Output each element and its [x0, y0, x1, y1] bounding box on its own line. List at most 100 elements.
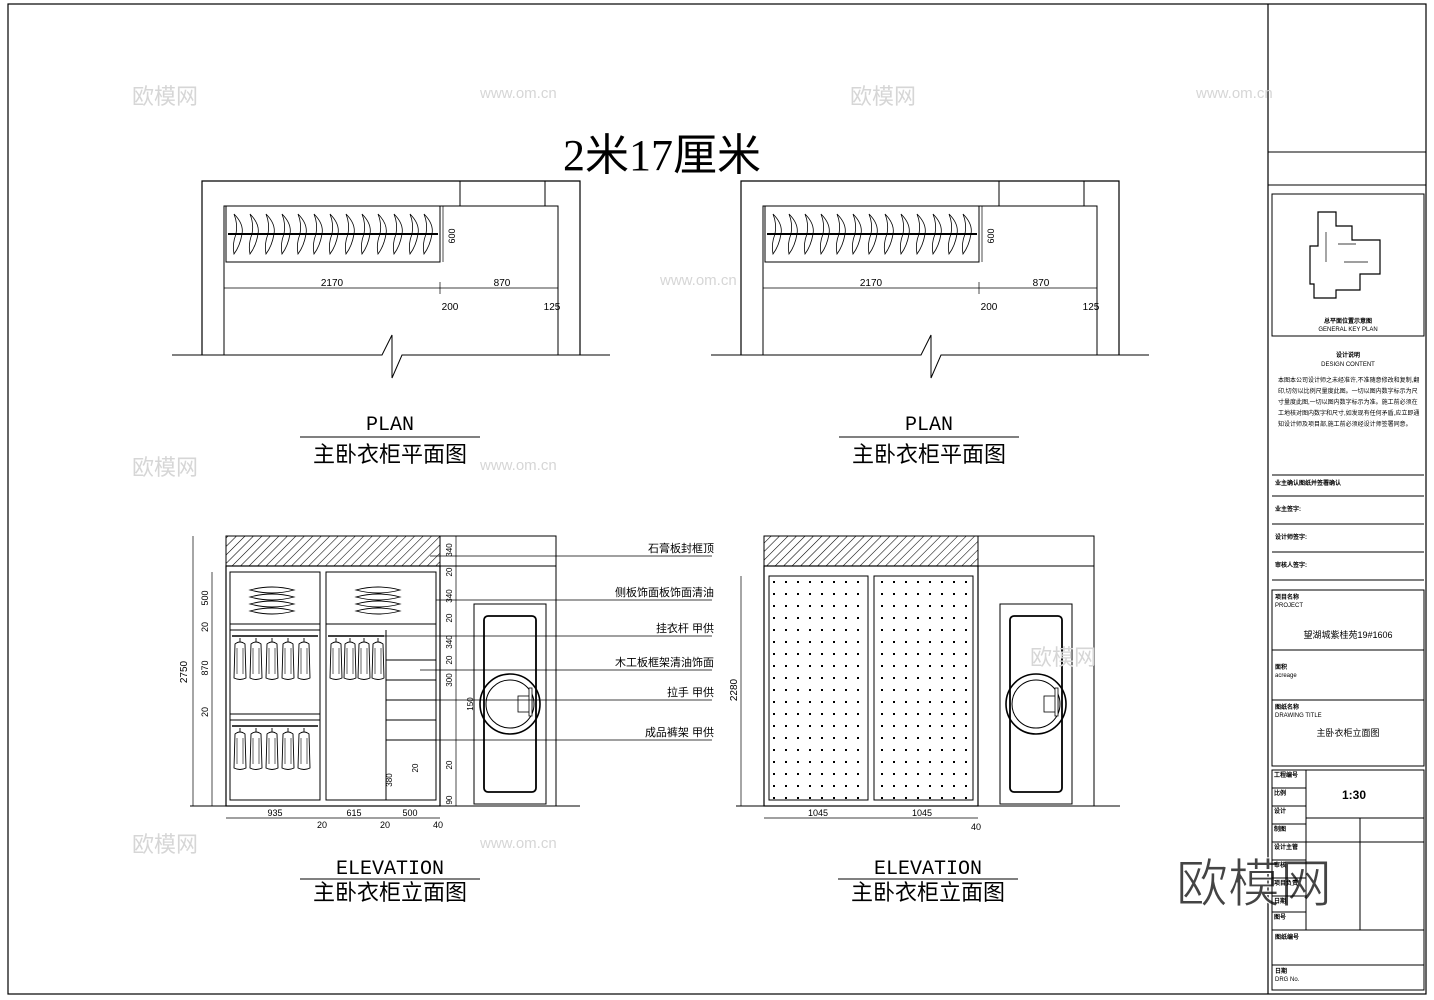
- wm-logo-2: 欧模网: [850, 84, 916, 109]
- elev1-bottom-dim-1: 615: [346, 808, 361, 818]
- brand-watermark: 欧模网: [1176, 856, 1332, 914]
- tb-row-6: 项目负责: [1274, 881, 1299, 887]
- elev1-right-dim-0: 340: [445, 543, 454, 557]
- elev1-left-dim-3: 20: [200, 707, 210, 717]
- wm-logo-1: 欧模网: [132, 84, 198, 109]
- elev1-bottom-small-2: 40: [433, 820, 443, 830]
- elev2-bottom-dim-1: 1045: [912, 808, 932, 818]
- elev1-inner-dim-2: 20: [411, 763, 420, 772]
- plan1-gap: 200: [442, 302, 459, 313]
- notes-title-en: DESIGN CONTENT: [1321, 362, 1375, 368]
- elev1-bottom-small-1: 20: [380, 820, 390, 830]
- elev2-bottom-small-0: 40: [971, 822, 981, 832]
- elev1-bottom-dim-2: 500: [402, 808, 417, 818]
- drawing-name-label: 图纸名称: [1275, 705, 1300, 711]
- notes-title: 设计说明: [1335, 353, 1360, 359]
- elev1-left-dim-2: 870: [200, 660, 210, 675]
- area-label: 面积: [1275, 665, 1288, 671]
- plan2-label-cn: 主卧衣柜平面图: [852, 442, 1006, 467]
- tb-row-5: 审核: [1274, 863, 1287, 869]
- elev2-label-en: ELEVATION: [874, 858, 982, 881]
- approver-row: 审核人签字:: [1275, 563, 1307, 569]
- keyplan-caption: 总平面位置示意图: [1323, 319, 1372, 325]
- tb-row-0: 工程编号: [1274, 773, 1299, 779]
- drawing-name-value: 主卧衣柜立面图: [1316, 728, 1380, 738]
- area-label-en: acreage: [1275, 673, 1297, 679]
- callout-2: 挂衣杆 甲供: [656, 621, 714, 635]
- wm-url-2: www.om.cn: [1195, 85, 1273, 102]
- plan2-side-gap: 125: [1083, 302, 1100, 313]
- project-label-en: PROJECT: [1275, 603, 1304, 609]
- elev1-right-dim-8: 90: [445, 795, 454, 804]
- wm-url-4: www.om.cn: [479, 457, 557, 474]
- elev1-right-dim-5: 20: [445, 655, 454, 664]
- wm-logo-3: 欧模网: [132, 455, 198, 480]
- plan2-width-side: 870: [1033, 278, 1050, 289]
- wm-url-1: www.om.cn: [479, 85, 557, 102]
- elev1-bottom-dim-0: 935: [267, 808, 282, 818]
- plan2-depth: 600: [986, 228, 996, 243]
- elev1-inner-dim-0: 150: [466, 697, 475, 711]
- elev1-bottom-small-0: 20: [317, 820, 327, 830]
- tb-row-3: 制图: [1274, 827, 1287, 833]
- plan1-depth: 600: [447, 228, 457, 243]
- tb-row-1: 比例: [1274, 791, 1287, 797]
- elev1-height-total: 2750: [179, 660, 190, 683]
- elev1-right-dim-3: 20: [445, 613, 454, 622]
- main-title: 2米17厘米: [563, 131, 761, 180]
- elev2-bottom-dim-0: 1045: [808, 808, 828, 818]
- elev1-left-dim-1: 20: [200, 622, 210, 632]
- plan1-side-gap: 125: [544, 302, 561, 313]
- plan1-width-main: 2170: [321, 278, 344, 289]
- designer-row: 设计师签字:: [1275, 535, 1307, 541]
- confirm-row: 业主确认图纸并签署确认: [1275, 481, 1342, 487]
- scale-value: 1:30: [1341, 788, 1367, 802]
- elev1-label-en: ELEVATION: [336, 858, 444, 881]
- plan1-label-cn: 主卧衣柜平面图: [313, 442, 467, 467]
- drawing-no-label: 图纸编号: [1275, 935, 1300, 941]
- owner-row: 业主签字:: [1275, 507, 1301, 513]
- date-label: 日期: [1275, 969, 1288, 975]
- wm-url-3: www.om.cn: [659, 272, 737, 289]
- wm-logo-4: 欧模网: [1030, 645, 1096, 670]
- plan1-width-side: 870: [494, 278, 511, 289]
- callout-5: 成品裤架 甲供: [645, 725, 714, 739]
- tb-row-7: 日期: [1274, 899, 1287, 905]
- title-block: [1268, 151, 1426, 991]
- watermarks: 欧模网 www.om.cn 欧模网 www.om.cn www.om.cn 欧模…: [132, 84, 1273, 857]
- callout-4: 拉手 甲供: [667, 685, 714, 699]
- callout-1: 侧板饰面板饰面清油: [615, 585, 714, 599]
- elevation-view-right: 2280 1045 1045 40 ELEVATION 主卧衣柜立面图: [729, 535, 1120, 905]
- elev1-right-dim-6: 300: [445, 673, 454, 687]
- elev2-height-total: 2280: [729, 678, 740, 701]
- elev1-label-cn: 主卧衣柜立面图: [313, 880, 467, 905]
- callout-3: 木工板框架清油饰面: [615, 655, 714, 669]
- elev1-right-dim-7: 20: [445, 760, 454, 769]
- elevation-view-left: 2750 500 20 870 20 340 20 340 20 340 20 …: [179, 535, 714, 905]
- plan1-label-en: PLAN: [366, 414, 414, 437]
- elev1-right-dim-2: 340: [445, 589, 454, 603]
- elev1-left-dim-0: 500: [200, 590, 210, 605]
- keyplan-caption-en: GENERAL KEY PLAN: [1318, 327, 1378, 333]
- plan2-gap: 200: [981, 302, 998, 313]
- wm-url-5: www.om.cn: [479, 835, 557, 852]
- notes-body: 本图本公司设计师之未经准许,不准随意修改和复制,翻印,切勿以比例尺量度此图。一切…: [1278, 378, 1420, 428]
- callout-0: 石膏板封框顶: [648, 541, 714, 555]
- plan2-width-main: 2170: [860, 278, 883, 289]
- rev-label: DRG No.: [1275, 977, 1300, 983]
- plan-view-left: 600 2170 870 200 125 PLAN 主卧衣柜平面图: [172, 180, 610, 467]
- drawing-name-label-en: DRAWING TITLE: [1275, 713, 1322, 719]
- project-value: 望湖城紫桂苑19#1606: [1303, 630, 1393, 640]
- plan-view-right: 600 2170 870 200 125 PLAN 主卧衣柜平面图: [711, 180, 1149, 467]
- elev2-label-cn: 主卧衣柜立面图: [851, 880, 1005, 905]
- elev1-inner-dim-1: 380: [385, 773, 394, 787]
- tb-row-4: 设计主管: [1274, 845, 1299, 851]
- tb-row-2: 设计: [1274, 809, 1287, 815]
- elev1-right-dim-4: 340: [445, 635, 454, 649]
- project-label: 项目名称: [1275, 595, 1300, 601]
- tb-row-8: 图号: [1274, 915, 1287, 921]
- plan2-label-en: PLAN: [905, 414, 953, 437]
- wm-logo-5: 欧模网: [132, 832, 198, 857]
- elev1-right-dim-1: 20: [445, 567, 454, 576]
